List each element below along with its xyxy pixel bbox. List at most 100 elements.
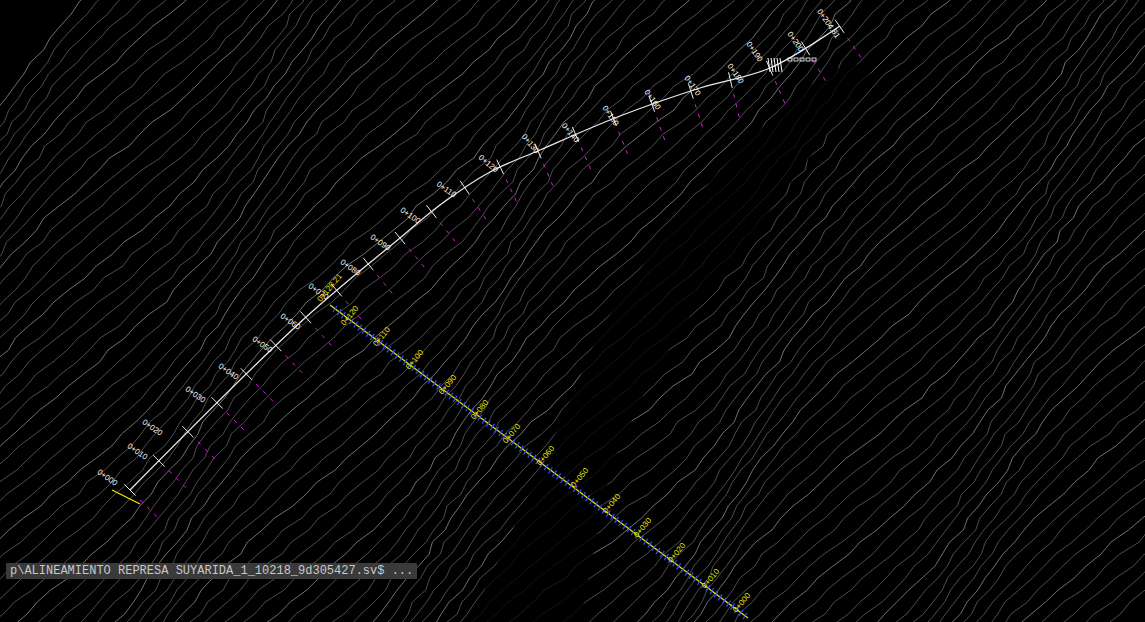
station-label: 0+150 [600,105,619,128]
contour-line [0,0,320,622]
contour-line [0,0,106,622]
offset-mark [657,117,666,141]
contour-line [978,0,1145,622]
station-label: 0+100 [405,349,426,371]
contour-line [0,0,553,622]
offset-mark [256,384,274,403]
contour-line [848,0,1145,622]
offset-mark [581,147,591,171]
start-tick [112,490,140,504]
contour-line [153,0,804,622]
contour-line [872,0,1145,622]
contour-line [281,0,906,622]
offset-mark [140,500,158,518]
contour-line [256,0,885,622]
contour-line [179,0,825,622]
offset-mark [169,471,187,489]
station-label: 0+090 [369,233,392,252]
contour-line [1056,0,1145,622]
station-tick [153,455,164,466]
contour-line [944,0,1145,622]
offset-mark [775,81,785,105]
station-label: 0+130 [520,133,541,155]
station-label: 0+180 [725,63,744,86]
contour-line [699,0,1145,622]
station-label: 0+190 [744,41,763,64]
station-tick [395,232,405,244]
contour-line [0,0,380,622]
contour-line [0,0,271,622]
offset-mark [619,132,629,156]
offset-mark [227,413,245,431]
contour-line [439,0,1092,622]
station-label: 0+080 [339,258,362,277]
station-tick [211,397,222,408]
station-tick [363,258,373,270]
contour-line [968,0,1145,622]
contour-line [450,0,1104,622]
contour-line [954,0,1145,622]
station-tick [124,484,135,495]
contour-line [1015,0,1145,622]
offset-mark [286,356,304,375]
contour-line [0,0,333,622]
station-label: 0+110 [435,180,458,199]
contour-line [1078,0,1145,622]
contour-line [998,0,1145,622]
contour-line [0,0,212,622]
contour-line [0,0,294,622]
offset-mark [695,104,703,129]
contour-line [0,0,523,622]
contour-line [931,0,1145,622]
station-label: 0+040 [217,362,240,381]
offset-mark [440,223,456,243]
contour-line [0,0,484,622]
station-tick [182,426,193,437]
station-tick [460,181,469,194]
offset-mark [315,328,332,347]
contour-line [0,0,165,622]
offset-mark [813,60,827,82]
contour-line [684,0,1145,622]
station-label: 0+120 [477,154,499,175]
contour-line [0,0,394,622]
contour-line [826,0,1145,622]
offset-mark [198,442,216,460]
station-label: 0+170 [682,75,701,98]
contour-line [0,0,357,622]
station-label: 0+000 [96,468,119,487]
contour-line [378,0,1014,622]
station-label: 0+200 [785,31,804,54]
station-label: 0+020 [141,418,164,437]
offset-mark [377,275,393,295]
station-ticks [124,20,862,518]
contour-line [322,0,951,622]
contour-line [889,0,1145,622]
contour-line [404,0,1051,622]
structure-symbol [768,58,816,72]
contour-line [918,0,1145,622]
contour-line [0,0,577,622]
station-tick [426,205,436,218]
contour-line [299,0,931,622]
station-label: 0+050 [251,335,274,354]
contour-line [0,0,145,622]
contour-line [668,0,1145,622]
contour-line [0,0,443,622]
channel-shadow [470,60,880,622]
contour-line [676,0,1145,622]
contour-line [424,0,1082,622]
station-tick [241,368,252,379]
contour-line [0,0,188,622]
contour-line [0,0,122,622]
contour-line [0,0,507,622]
contour-line [625,0,1145,622]
station-label: 0+140 [560,122,581,144]
contour-line [394,0,1029,622]
station-label: 0+010 [126,442,149,461]
contour-line [0,0,343,622]
offset-mark [409,249,426,269]
contour-line [907,0,1145,622]
station-tick [300,311,311,323]
